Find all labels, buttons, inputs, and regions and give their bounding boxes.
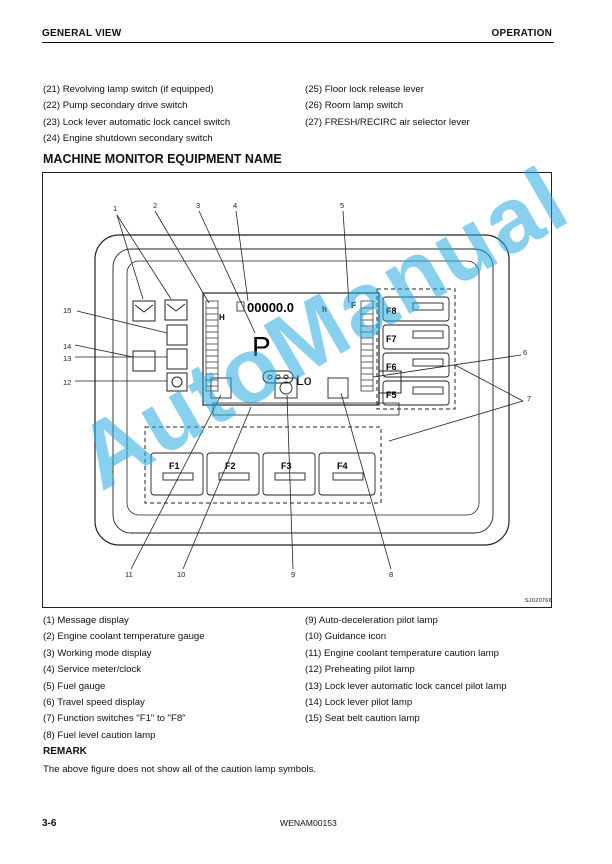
legend-right: (9) Auto-deceleration pilot lamp (10) Gu… [305,613,507,728]
right-function-switch-group [376,288,456,410]
list-item: (24) Engine shutdown secondary switch [43,133,213,145]
f6-switch [382,352,450,378]
f6-label: F6 [386,362,397,372]
callout-11: 11 [125,570,133,579]
legend-item: (10) Guidance icon [305,631,387,643]
document-code: WENAM00153 [280,818,337,828]
legend-item: (6) Travel speed display [43,697,145,709]
f1-label: F1 [169,461,180,471]
callout-15: 15 [63,306,71,315]
f7-switch [382,324,450,350]
legend-item: (7) Function switches "F1" to "F8" [43,713,186,725]
callout-8: 8 [389,570,393,579]
preheating-pilot-icon [166,372,188,392]
f7-label: F7 [386,334,397,344]
header-section-title: GENERAL VIEW [42,28,122,39]
leader-lines [74,210,524,570]
f5-switch [382,380,450,406]
callout-4: 4 [233,201,237,210]
remark-title: REMARK [43,746,87,757]
legend-item: (8) Fuel level caution lamp [43,729,156,741]
callout-2: 2 [153,201,157,210]
legend-item: (2) Engine coolant temperature gauge [43,631,205,643]
f2-label: F2 [225,461,236,471]
f5-label: F5 [386,390,397,400]
legend-item: (4) Service meter/clock [43,664,142,676]
fuel-level-caution-icon [327,377,349,399]
f8-label: F8 [386,306,397,316]
monitor-diagram: H F 00000.0 h P Lo [63,201,531,579]
list-item: (21) Revolving lamp switch (if equipped) [43,84,214,95]
page-number: 3-6 [42,818,57,829]
callout-10: 10 [177,570,185,579]
top-list-left: (21) Revolving lamp switch (if equipped)… [43,82,230,148]
header-rule [42,42,554,43]
f4-switch [318,452,376,496]
monitor-outer-bezel [94,234,510,546]
f3-label: F3 [281,461,292,471]
list-item: (23) Lock lever automatic lock cancel sw… [43,116,231,128]
monitor-screen [202,292,380,406]
header-chapter-title: OPERATION [491,28,552,39]
legend-left: (1) Message display (2) Engine coolant t… [43,613,205,744]
monitor-inner-bezel [112,248,494,534]
travel-speed-display: Lo [296,372,312,388]
legend-item: (5) Fuel gauge [43,680,106,692]
coolant-gauge-label: H [219,313,225,322]
message-lamp-icon [132,300,156,322]
monitor-face [126,260,480,516]
top-list-right: (25) Floor lock release lever (26) Room … [305,82,470,131]
callout-9: 9 [291,570,295,579]
remark-text: The above figure does not show all of th… [43,764,317,775]
f2-switch [206,452,260,496]
seat-belt-caution-icon [166,324,188,346]
list-item: (27) FRESH/RECIRC air selector lever [305,116,470,128]
legend-item: (9) Auto-deceleration pilot lamp [305,615,438,626]
lock-lever-cancel-icon [166,348,188,370]
working-mode-display: P [252,331,271,362]
coolant-temp-caution-icon [210,377,232,399]
legend-item: (12) Preheating pilot lamp [305,664,415,676]
service-meter-unit: h [322,305,327,314]
f1-switch [150,452,204,496]
f8-switch [382,296,450,322]
coolant-gauge [205,300,219,392]
bottom-function-switch-group [144,426,382,504]
f4-label: F4 [337,461,348,471]
legend-item: (14) Lock lever pilot lamp [305,697,413,709]
figure-code: SJ020766 [524,598,552,604]
fuel-gauge-label: F [351,301,356,310]
legend-item: (13) Lock lever automatic lock cancel pi… [305,680,507,692]
list-item: (22) Pump secondary drive switch [43,100,188,112]
monitor-figure: H F 00000.0 h P Lo [42,172,552,608]
callout-7: 7 [527,394,531,403]
callout-5: 5 [340,201,344,210]
legend-item: (3) Working mode display [43,647,152,659]
section-title: MACHINE MONITOR EQUIPMENT NAME [43,152,282,166]
list-item: (25) Floor lock release lever [305,84,424,95]
callout-6: 6 [523,348,527,357]
crawler-icon [262,370,294,384]
list-item: (26) Room lamp switch [305,100,404,112]
auto-deceleration-icon [274,377,298,399]
message-display-icon [164,299,188,321]
service-meter-value: 00000.0 [247,300,294,315]
callout-12: 12 [63,378,71,387]
callout-1: 1 [113,204,117,213]
callout-3: 3 [196,201,200,210]
callout-14: 14 [63,342,71,351]
callout-13: 13 [63,354,71,363]
auxiliary-lamp-icon [378,370,402,394]
legend-item: (1) Message display [43,615,129,626]
fuel-gauge [360,300,374,392]
legend-item: (15) Seat belt caution lamp [305,713,420,725]
legend-item: (11) Engine coolant temperature caution … [305,647,499,659]
lock-lever-pilot-icon [132,350,156,372]
